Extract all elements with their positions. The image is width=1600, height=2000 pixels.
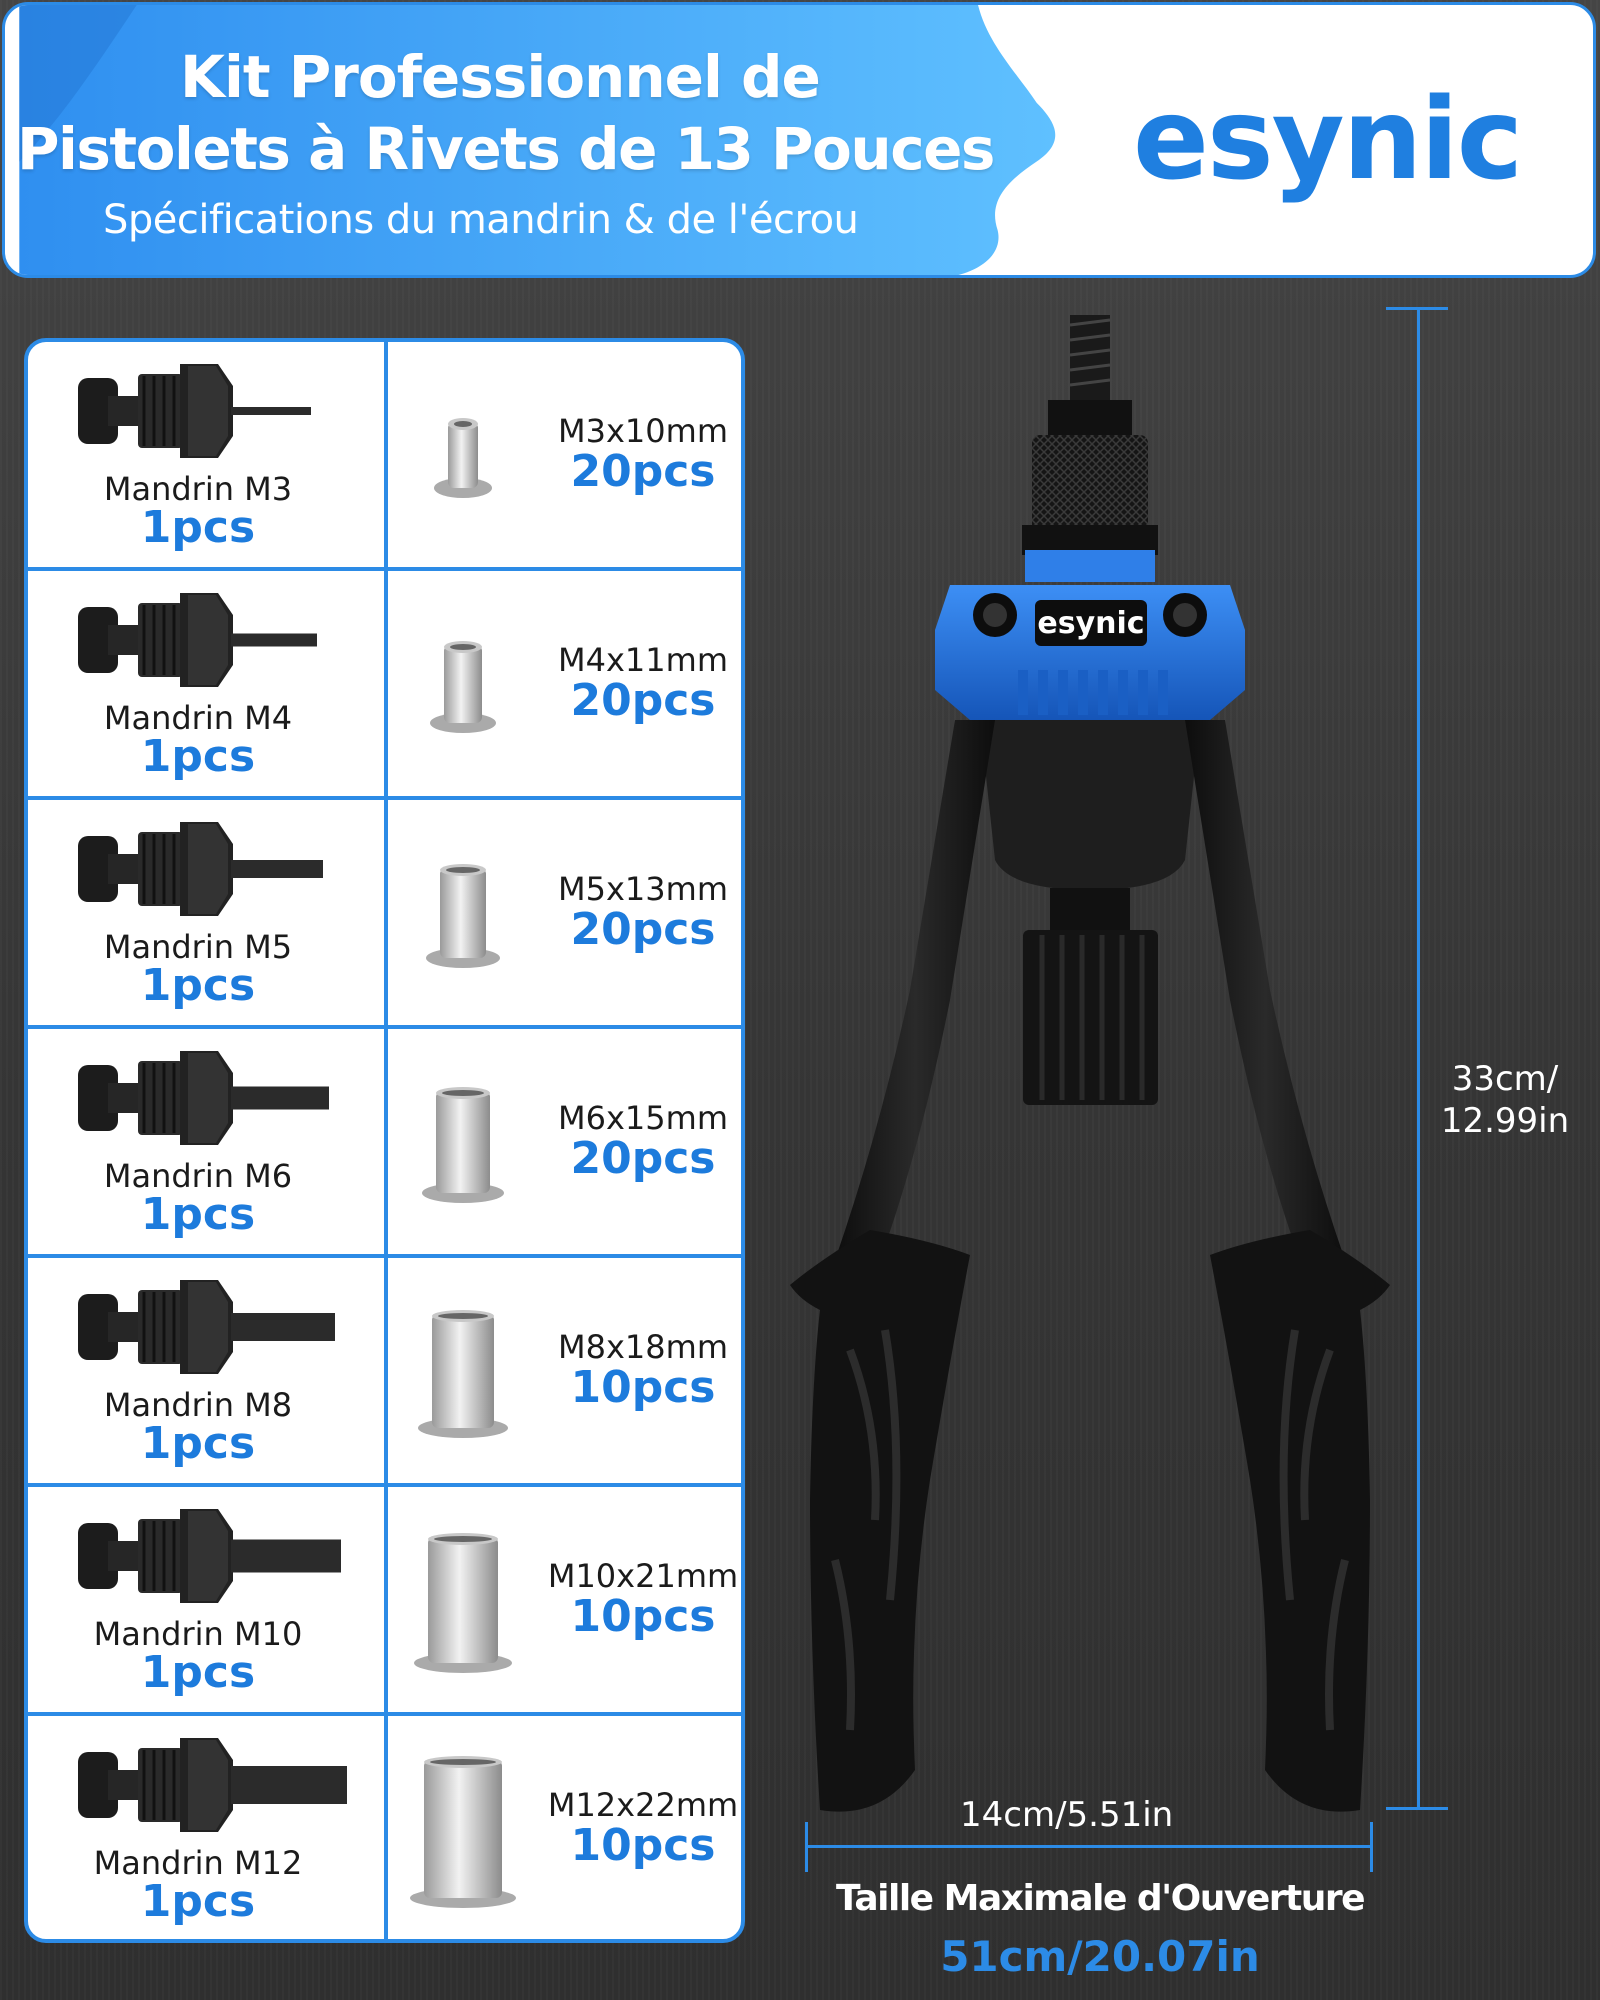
mandrin-icon — [78, 593, 317, 687]
nut-quantity: 20pcs — [570, 904, 716, 955]
nut-quantity: 20pcs — [570, 446, 716, 497]
rivet-nut-icon — [418, 1309, 508, 1438]
width-dimension-cap-right — [1370, 1822, 1373, 1872]
nut-size: M6x15mm — [558, 1099, 728, 1137]
mandrin-icon — [78, 1509, 341, 1603]
width-dimension-cap-left — [805, 1822, 808, 1872]
mandrin-icon — [78, 1738, 347, 1832]
title-line-1: Kit Professionnel de — [180, 43, 821, 111]
height-value-cm: 33cm/ — [1451, 1059, 1559, 1099]
nut-quantity: 10pcs — [570, 1362, 716, 1413]
nut-quantity: 20pcs — [570, 1133, 716, 1184]
mandrin-icon — [78, 822, 323, 916]
height-value-in: 12.99in — [1440, 1101, 1570, 1141]
nut-size: M4x11mm — [558, 641, 728, 679]
mandrin-name: Mandrin M10 — [93, 1615, 303, 1653]
mandrin-name: Mandrin M5 — [103, 928, 293, 966]
nut-quantity: 20pcs — [570, 675, 716, 726]
rivet-gun-illustration: esynic — [790, 315, 1390, 1812]
mandrin-name: Mandrin M3 — [103, 470, 293, 508]
mandrin-name: Mandrin M6 — [103, 1157, 293, 1195]
rivet-nut-icon — [414, 1532, 512, 1673]
mandrin-quantity: 1pcs — [140, 960, 256, 1011]
nut-size: M5x13mm — [558, 870, 728, 908]
header-banner: Kit Professionnel de Pistolets à Rivets … — [2, 2, 1596, 278]
mandrin-quantity: 1pcs — [140, 502, 256, 553]
max-opening-label: Taille Maximale d'Ouverture — [835, 1878, 1366, 1919]
mandrin-quantity: 1pcs — [140, 1876, 256, 1927]
height-dimension-cap-bottom — [1386, 1807, 1448, 1810]
mandrin-quantity: 1pcs — [140, 1647, 256, 1698]
nut-size: M12x22mm — [547, 1786, 739, 1824]
mandrin-name: Mandrin M8 — [103, 1386, 293, 1424]
mandrin-icon — [78, 1280, 335, 1374]
nut-quantity: 10pcs — [570, 1820, 716, 1871]
max-opening-value: 51cm/20.07in — [940, 1932, 1260, 1981]
subtitle: Spécifications du mandrin & de l'écrou — [103, 197, 859, 243]
nut-quantity: 10pcs — [570, 1591, 716, 1642]
height-dimension-label: 33cm/ 12.99in — [1440, 1058, 1570, 1142]
mandrin-name: Mandrin M4 — [103, 699, 293, 737]
brand-logo: esynic — [1133, 75, 1523, 205]
mandrin-name: Mandrin M12 — [93, 1844, 303, 1882]
mandrin-quantity: 1pcs — [140, 1418, 256, 1469]
width-dimension-line — [806, 1845, 1372, 1848]
nut-size: M3x10mm — [558, 412, 728, 450]
height-dimension-line — [1417, 307, 1420, 1809]
header-blue-shape — [19, 5, 1056, 275]
rivet-nut-icon — [434, 417, 492, 498]
nut-size: M10x21mm — [547, 1557, 739, 1595]
mandrin-icon — [78, 1051, 329, 1145]
rivet-nut-icon — [426, 863, 500, 968]
mandrin-icon — [78, 364, 311, 458]
nut-size: M8x18mm — [558, 1328, 728, 1366]
mandrin-quantity: 1pcs — [140, 731, 256, 782]
rivet-nut-icon — [430, 640, 496, 733]
column-divider — [384, 342, 388, 1939]
width-dimension-label: 14cm/5.51in — [960, 1795, 1174, 1835]
height-dimension-cap-top — [1386, 307, 1448, 310]
rivet-nut-icon — [410, 1755, 516, 1908]
rivet-nut-icon — [422, 1086, 504, 1203]
title-line-2: Pistolets à Rivets de 13 Pouces — [17, 115, 995, 183]
tool-logo: esynic — [1037, 606, 1144, 641]
mandrin-quantity: 1pcs — [140, 1189, 256, 1240]
